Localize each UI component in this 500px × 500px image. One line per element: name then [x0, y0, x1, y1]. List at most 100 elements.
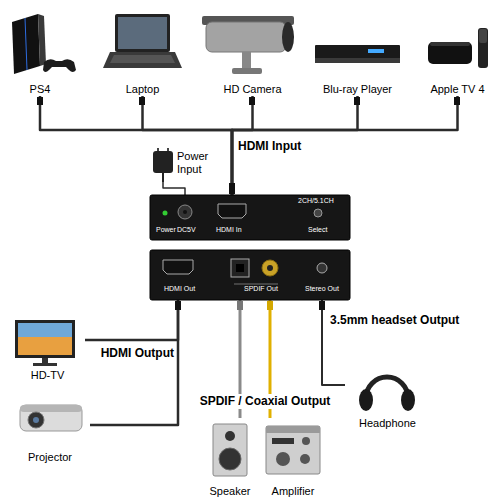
tv-screen-sky: [18, 323, 72, 337]
port-label: Stereo Out: [305, 285, 339, 293]
port-label: SPDIF Out: [244, 285, 278, 293]
cable-connector: [143, 96, 233, 195]
amplifier-top: [266, 426, 320, 433]
laptop-keyboard: [110, 55, 175, 63]
port-label: DC5V: [177, 226, 196, 234]
audio-device: Headphone: [345, 355, 430, 430]
amplifier-knob: [276, 452, 290, 466]
amplifier-display: [272, 438, 294, 444]
player-body: [315, 45, 400, 63]
camera-body: [206, 22, 286, 52]
projector-glass: [33, 417, 39, 423]
headband: [366, 377, 408, 398]
ps4-console: [12, 14, 76, 74]
hdmi-plug: [354, 97, 360, 105]
device-label: Apple TV 4: [420, 83, 495, 96]
console-side: [38, 14, 46, 66]
adapter-cord: [162, 173, 164, 182]
device-label: Headphone: [345, 417, 430, 430]
game-controller: [43, 59, 76, 72]
tv-base: [33, 363, 57, 366]
section-label: HDMI Input: [238, 139, 301, 154]
hdmi-plug: [454, 97, 460, 105]
rca-plug: [267, 301, 273, 310]
cable-connector: [163, 182, 185, 195]
port-label: Select: [308, 226, 327, 234]
speaker-cabinet: [213, 424, 247, 476]
laptop-screen: [118, 17, 167, 49]
hdmi-plug: [139, 97, 145, 105]
remote-pad: [479, 29, 487, 43]
device-label: HD-TV: [10, 369, 85, 382]
tv-screen: [18, 323, 72, 355]
source-device: PS4: [5, 8, 75, 96]
laptop-base: [103, 52, 182, 68]
spdif-bracket: [234, 284, 278, 285]
tv-remote: [478, 28, 488, 68]
projector-lens: [28, 412, 44, 428]
port-label: HDMI In: [216, 226, 242, 234]
dc-jack-pin: [183, 210, 187, 214]
optical-plug: [237, 301, 243, 310]
speaker-tweeter: [225, 431, 235, 441]
hdmi-plug: [229, 183, 235, 194]
security-camera: [202, 16, 294, 74]
device-label: Projector: [10, 451, 90, 464]
adapter-body: [153, 151, 173, 173]
tv-stand: [42, 358, 48, 363]
extractor-input-panel: PowerDC5VHDMI In2CH/5.1CHSelect: [150, 195, 350, 240]
laptop-lid: [115, 14, 170, 52]
hdmi-plug: [249, 97, 255, 105]
stereo-jack: [317, 263, 327, 273]
audio-plug: [319, 301, 325, 310]
hdmi-plug: [175, 301, 181, 310]
panel-face: [150, 195, 350, 240]
audio-device: Amplifier: [258, 418, 328, 498]
device-label: HD Camera: [200, 83, 305, 96]
audio-device: Speaker: [205, 418, 255, 498]
select-button: [314, 209, 322, 217]
device-label: PS4: [5, 83, 75, 96]
player-front: [315, 58, 400, 63]
tv-box: [428, 42, 472, 64]
hdmi-port: [218, 204, 246, 218]
source-device: Blu-ray Player: [310, 8, 405, 96]
hdmi-port: [163, 260, 193, 274]
cable-connector: [322, 300, 345, 385]
power-led: [163, 211, 168, 216]
camera-mount: [242, 52, 251, 70]
device-label: Power Input: [177, 150, 223, 175]
coaxial-port-pin: [267, 265, 273, 271]
cable-connector: [40, 96, 232, 195]
display-device: Projector: [10, 398, 90, 464]
hd-tv: [15, 320, 75, 366]
device-label: Amplifier: [258, 485, 328, 498]
section-label: SPDIF / Coaxial Output: [180, 394, 350, 409]
laptop: [103, 14, 182, 68]
dc-jack: [178, 205, 192, 219]
player-display: [368, 49, 384, 53]
power-adapter-icon: [153, 148, 173, 182]
projector-top: [20, 405, 82, 412]
connector-group: [40, 96, 458, 425]
speaker-woofer: [219, 448, 241, 470]
cable-connector: [85, 300, 178, 340]
camera-lens: [282, 22, 294, 52]
apple-tv: [428, 28, 488, 68]
section-label: 3.5mm headset Output: [330, 313, 459, 328]
bluray-player: [315, 45, 400, 63]
camera-base: [232, 68, 262, 74]
port-label: HDMI Out: [164, 285, 195, 293]
ear-cup: [401, 389, 415, 411]
amplifier: [266, 426, 320, 474]
cable-connector: [232, 96, 358, 195]
cable-connector: [232, 96, 458, 195]
amplifier-body: [266, 426, 320, 474]
cable-connector: [90, 300, 178, 425]
device-label: Laptop: [100, 83, 185, 96]
console-stripe: [25, 18, 27, 70]
console-body: [12, 14, 40, 74]
source-device: Laptop: [100, 8, 185, 96]
projector-body: [20, 405, 82, 431]
amplifier-knob: [300, 454, 310, 464]
